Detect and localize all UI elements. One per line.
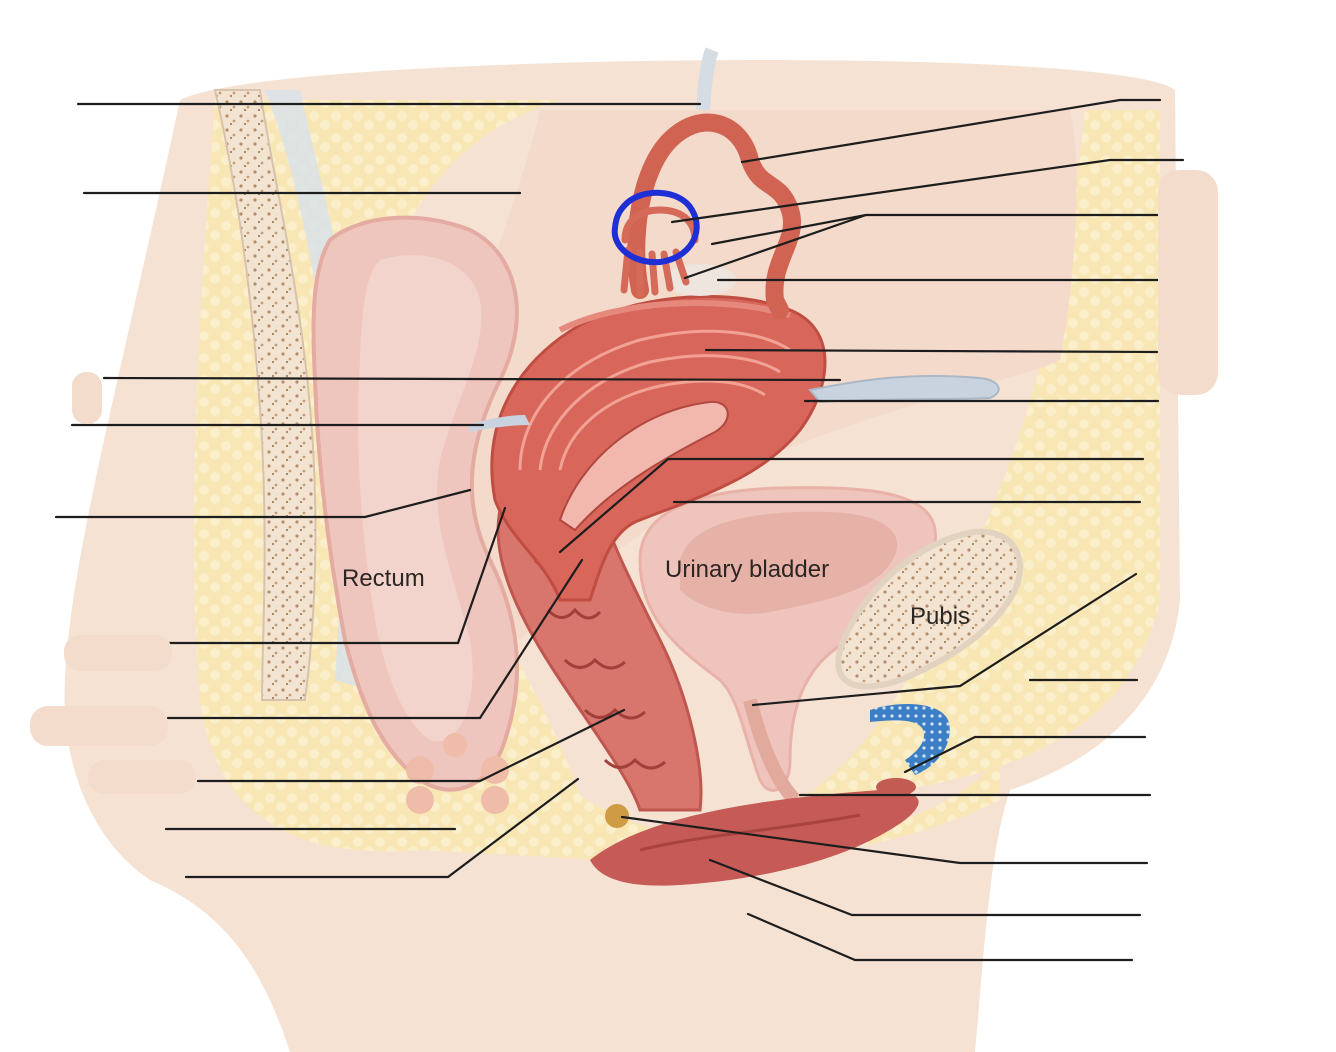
leader-lines-left [54,102,842,879]
fimbriae [620,206,699,299]
clitoris [870,704,950,775]
myometrium-layers [518,329,791,471]
sacrum [213,89,317,701]
leader-lines-right [558,98,1185,962]
pubis-bone [835,528,1023,690]
leader-line [54,488,472,519]
urinary-bladder-label: Urinary bladder [665,556,829,583]
leader-line [708,858,1142,917]
leader-line [184,777,580,879]
uterosacral-ligament [468,415,530,432]
anal-sphincter [406,733,509,814]
erased-patch [88,760,196,794]
erased-patch [72,372,102,424]
leader-line [751,572,1138,707]
leader-line [102,376,842,382]
leader-line [166,558,584,720]
erased-patch [1158,170,1218,395]
urethra [743,698,801,805]
leader-line [683,213,868,280]
pubis-label: Pubis [910,603,970,630]
perimetrium-top [558,300,791,333]
erased-label-patches [30,170,1218,794]
leader-line [670,158,1185,224]
leader-line [558,457,1145,554]
labia [590,790,919,886]
uterine-tube [627,113,801,319]
greater-vestibular-gland [605,804,629,828]
rectum-lumen [358,255,482,742]
erased-patch [30,706,168,746]
suspensory-ligament [696,47,719,111]
leader-line [740,98,1162,164]
erased-patch [64,635,172,671]
leader-line [704,348,1159,354]
leader-line [138,506,507,645]
fat-layer-pelvic-floor [440,700,1000,863]
leader-line [196,708,626,783]
rectum-label: Rectum [342,565,425,592]
leader-line [620,815,1149,865]
uterine-cavity [558,400,729,532]
bladder-lumen [680,511,898,614]
round-ligament [808,374,1000,404]
leader-line [903,735,1147,774]
leader-line [746,912,1134,962]
annotation-circle [611,189,700,266]
